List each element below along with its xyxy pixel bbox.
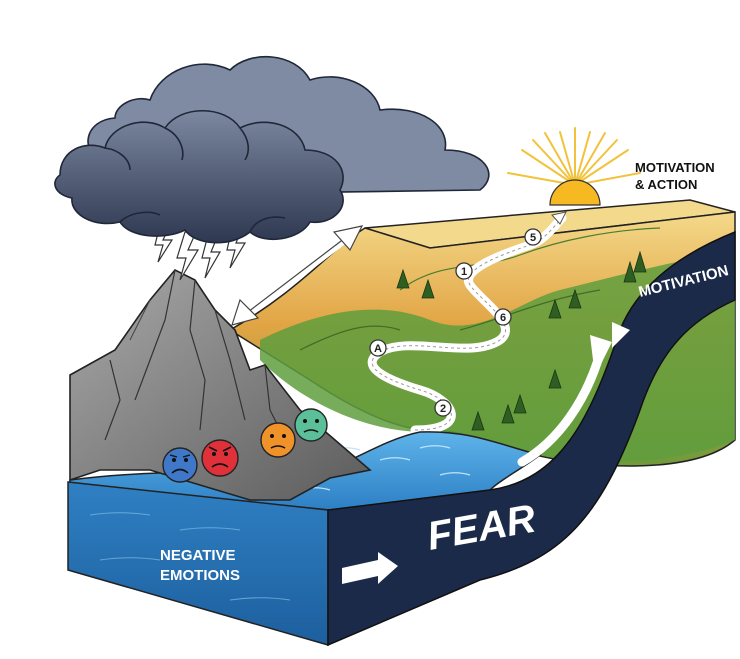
path-marker-5: 5 — [524, 228, 542, 246]
path-arrow-head — [551, 211, 567, 225]
fear-arrow-icon — [342, 552, 398, 584]
worried-face-icon — [260, 422, 296, 458]
angry-face-icon — [201, 439, 239, 477]
fear-band — [327, 230, 736, 647]
path-marker-2: 2 — [434, 399, 452, 417]
path-marker-A: A — [369, 339, 387, 357]
motivation-arrow-icon — [517, 322, 630, 467]
motivation-action-label-line1: MOTIVATION — [635, 160, 715, 175]
svg-text:1: 1 — [461, 266, 467, 278]
svg-text:5: 5 — [530, 232, 536, 244]
storm-cloud-icon — [54, 55, 490, 244]
motivation-action-label-line2: & ACTION — [635, 177, 697, 192]
path-marker-6: 6 — [494, 308, 512, 326]
sun-icon — [507, 127, 641, 206]
path-marker-1: 1 — [455, 262, 473, 280]
negative-emotions-label-line2: EMOTIONS — [160, 567, 240, 584]
svg-text:A: A — [374, 343, 382, 355]
svg-text:2: 2 — [440, 403, 446, 415]
sad-face-icon — [162, 447, 198, 483]
double-arrow-icon — [231, 225, 364, 326]
svg-text:6: 6 — [500, 312, 506, 324]
tree-icons — [396, 250, 647, 431]
negative-emotions-label-line1: NEGATIVE — [160, 547, 236, 564]
unhappy-face-icon — [294, 408, 328, 442]
